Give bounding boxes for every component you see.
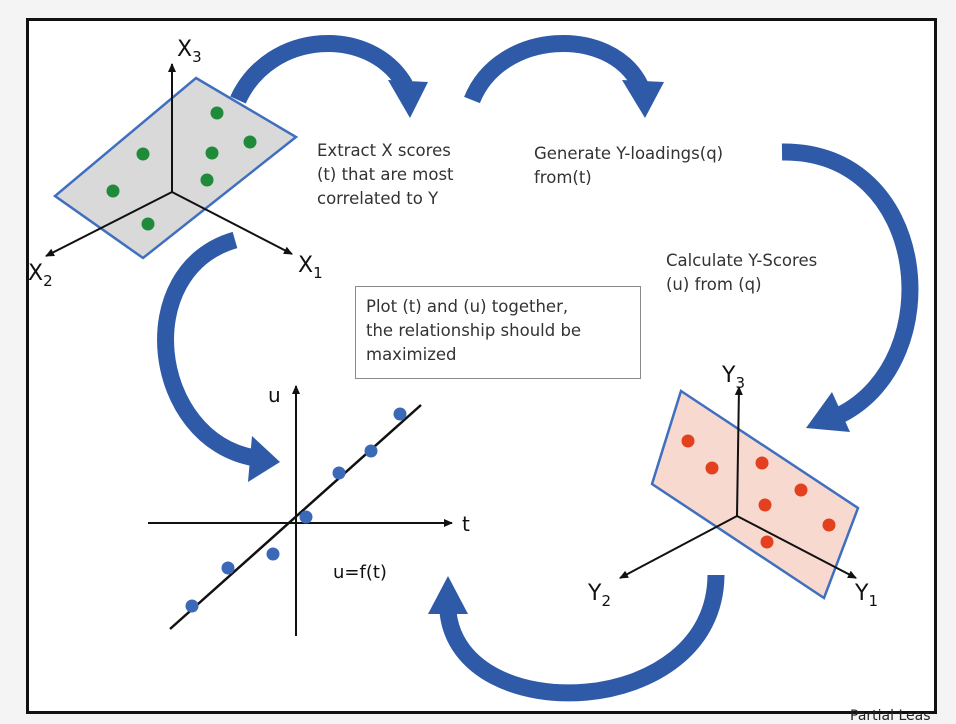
arrowhead-5 — [248, 436, 280, 482]
y-plane — [650, 389, 860, 600]
score-point — [185, 599, 199, 613]
arrowhead-1 — [388, 80, 428, 118]
x1-label: X1 — [298, 253, 323, 282]
score-plot: t u u=f(t) — [148, 383, 470, 636]
arrow-generate-to-yspace — [781, 143, 919, 423]
step-generate-line: Generate Y-loadings(q) — [534, 144, 724, 163]
x-point — [136, 147, 150, 161]
equation-label: u=f(t) — [333, 562, 387, 583]
x-point — [141, 217, 155, 231]
arrowheads — [248, 80, 850, 614]
t-label: t — [462, 512, 470, 536]
step-generate-text: Generate Y-loadings(q) from(t) — [534, 142, 723, 190]
arrow-extract-to-generate — [464, 35, 648, 104]
x-point — [243, 135, 257, 149]
x-plane — [52, 76, 299, 260]
regression-line — [169, 404, 422, 630]
x-point — [106, 184, 120, 198]
step-calculate-text: Calculate Y-Scores (u) from (q) — [666, 249, 817, 297]
score-points — [185, 407, 407, 613]
x-point — [210, 106, 224, 120]
y-point — [760, 535, 774, 549]
step-plot-line: the relationship should be — [366, 321, 582, 340]
arrow-x-to-extract — [230, 35, 413, 104]
y1-axis — [736, 515, 857, 579]
step-generate-line: from(t) — [534, 168, 592, 187]
x2-axis — [45, 191, 173, 257]
step-extract-line: Extract X scores — [317, 141, 451, 160]
y2-axis — [619, 515, 738, 579]
flow-arrows — [157, 35, 919, 702]
step-plot-line: Plot (t) and (u) together, — [366, 297, 569, 316]
step-extract-line: (t) that are most — [317, 165, 454, 184]
y-points — [681, 434, 836, 549]
y-point — [705, 461, 719, 475]
x-point — [200, 173, 214, 187]
y2-label: Y2 — [587, 581, 611, 610]
y-point — [822, 518, 836, 532]
x3-label: X3 — [177, 37, 202, 66]
arrowhead-2 — [622, 80, 664, 118]
score-point — [364, 444, 378, 458]
arrowhead-3 — [806, 392, 850, 432]
x-space: X3 X1 X2 — [28, 37, 323, 290]
score-point — [299, 510, 313, 524]
arrow-xspace-to-scoreplot — [157, 231, 257, 467]
x2-label: X2 — [28, 261, 53, 290]
x-points — [106, 106, 257, 231]
arrow-yspace-to-scoreplot — [439, 574, 725, 702]
x-point — [205, 146, 219, 160]
y3-label: Y3 — [721, 363, 745, 392]
score-point — [221, 561, 235, 575]
y-point — [794, 483, 808, 497]
score-point — [393, 407, 407, 421]
y-point — [758, 498, 772, 512]
step-extract-line: correlated to Y — [317, 189, 439, 208]
y1-label: Y1 — [854, 581, 878, 610]
y-point — [681, 434, 695, 448]
u-label: u — [268, 383, 281, 407]
y-space: Y3 Y1 Y2 — [587, 363, 878, 610]
step-calculate-line: (u) from (q) — [666, 275, 762, 294]
step-plot-line: maximized — [366, 345, 457, 364]
score-point — [266, 547, 280, 561]
step-extract-text: Extract X scores (t) that are most corre… — [317, 139, 454, 211]
footer-caption: Partial Leas — [850, 708, 931, 724]
step-calculate-line: Calculate Y-Scores — [666, 251, 818, 270]
arrowhead-4 — [428, 576, 468, 614]
step-plot-box: Plot (t) and (u) together, the relations… — [355, 286, 641, 379]
x1-axis — [171, 191, 293, 255]
y3-axis — [734, 386, 743, 517]
y-point — [755, 456, 769, 470]
score-point — [332, 466, 346, 480]
